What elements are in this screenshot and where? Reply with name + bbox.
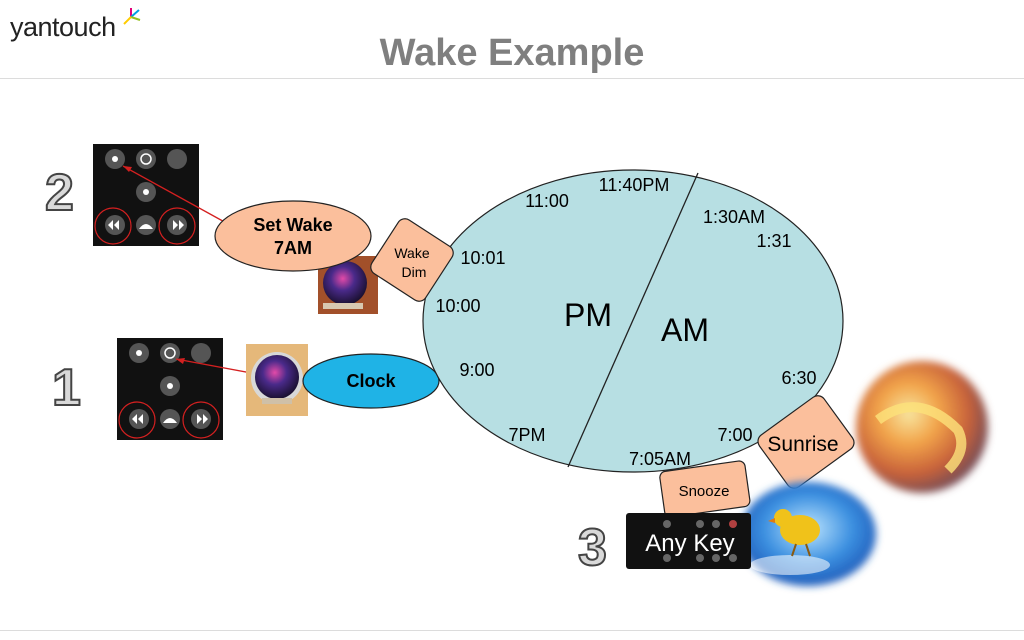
set-wake-line-2: 7AM [274, 238, 312, 258]
wake-dim-line-2: Dim [402, 264, 427, 280]
device-photo-wake-dim [318, 256, 378, 314]
time-label-1140pm: 11:40PM [599, 175, 670, 195]
step-number-2: 2 [45, 164, 74, 222]
time-label-7pm: 7PM [508, 425, 545, 445]
clock-button-icon [160, 343, 180, 363]
time-label-705am: 7:05AM [629, 449, 691, 469]
header-divider [0, 78, 1024, 79]
moon-button-icon [167, 149, 187, 169]
time-label-1100: 11:00 [525, 191, 569, 211]
time-label-1001: 10:01 [460, 248, 505, 268]
any-key-label: Any Key [645, 530, 734, 557]
wake-dim-line-1: Wake [394, 245, 429, 261]
pointer-line-set-wake [122, 165, 231, 226]
clock-button-icon [136, 149, 156, 169]
device-photo-clock [246, 344, 308, 416]
logo-text: yantouch [10, 12, 116, 42]
snooze-label: Snooze [679, 483, 730, 500]
page-title: Wake Example [379, 32, 645, 74]
set-wake-callout: Set Wake 7AM [214, 200, 372, 272]
remote-panel-step-2 [93, 144, 199, 246]
sunrise-photo [856, 361, 988, 493]
logo-spark-icon [123, 8, 141, 25]
time-label-700: 7:00 [717, 425, 752, 445]
snooze-tag [659, 460, 751, 518]
time-label-1000: 10:00 [435, 296, 480, 316]
time-label-130am: 1:30AM [703, 207, 765, 227]
step-number-3: 3 [578, 519, 607, 577]
full-remote-any-key: Any Key [626, 513, 751, 569]
bird-photo [740, 482, 876, 586]
remote-panel-step-1 [117, 338, 223, 440]
set-wake-line-1: Set Wake [253, 215, 332, 235]
yantouch-logo: yantouch [10, 12, 116, 43]
pm-am-divider [567, 172, 699, 468]
wake-dim-tag [370, 218, 454, 302]
footer-divider [0, 630, 1024, 631]
sunrise-tag [757, 395, 855, 489]
step-number-1: 1 [52, 359, 81, 417]
sunrise-label: Sunrise [767, 433, 838, 456]
time-label-630: 6:30 [781, 368, 816, 388]
pm-label: PM [564, 297, 612, 333]
clock-label: Clock [346, 371, 396, 391]
moon-button-icon [191, 343, 211, 363]
time-label-131: 1:31 [756, 231, 791, 251]
time-label-900: 9:00 [459, 360, 494, 380]
clock-callout: Clock [302, 353, 440, 409]
am-label: AM [661, 312, 709, 348]
time-dial: PM AM 11:40PM 11:00 1:30AM 1:31 10:01 10… [422, 169, 844, 473]
